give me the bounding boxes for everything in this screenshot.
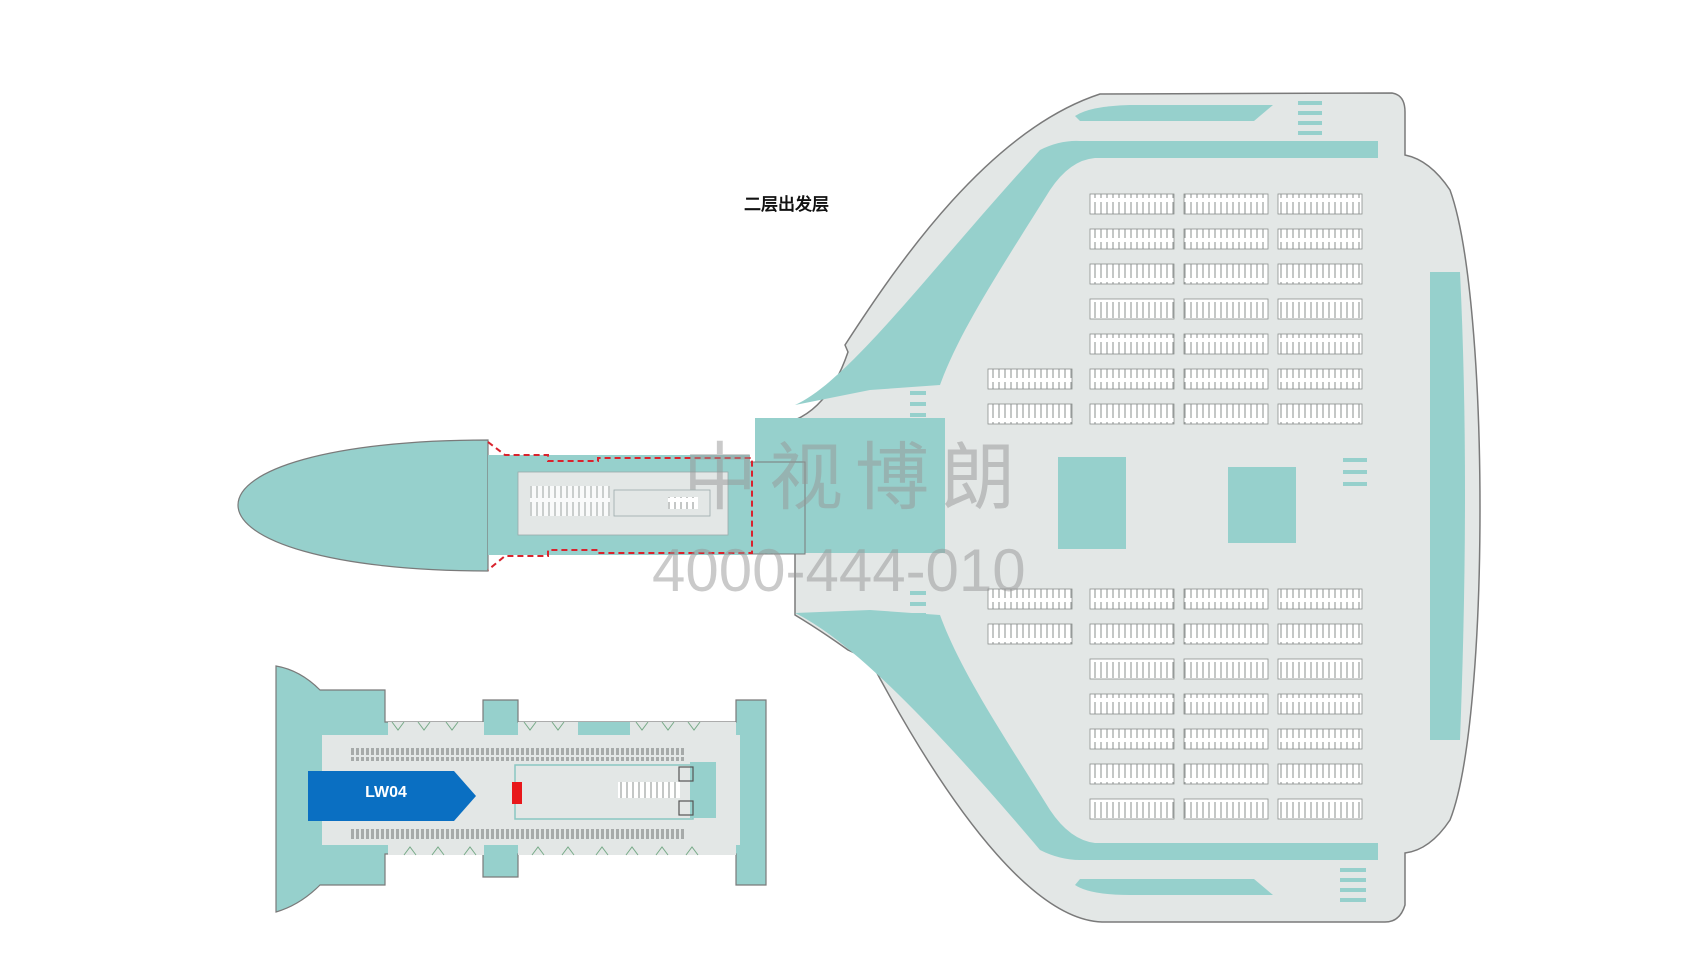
- checkin-counter: [1089, 763, 1175, 785]
- checkin-counter: [1277, 588, 1363, 610]
- checkin-counter: [1089, 193, 1175, 215]
- checkin-counter: [1089, 403, 1175, 425]
- checkin-counter: [987, 588, 1073, 610]
- pier-inset-detail: [275, 665, 767, 913]
- checkin-counter: [1183, 798, 1269, 820]
- checkin-counter: [987, 623, 1073, 645]
- checkin-counter: [1089, 298, 1175, 320]
- checkin-counter: [1183, 228, 1269, 250]
- main-terminal: [755, 92, 1481, 923]
- checkin-counter: [1089, 623, 1175, 645]
- checkin-counter: [1089, 693, 1175, 715]
- checkin-counter: [1277, 403, 1363, 425]
- ad-location-highlight[interactable]: [512, 782, 522, 804]
- checkin-counter: [1183, 333, 1269, 355]
- checkin-counter: [1183, 298, 1269, 320]
- checkin-counter: [1277, 333, 1363, 355]
- checkin-counter-grid: [987, 193, 1363, 820]
- checkin-counter: [1089, 333, 1175, 355]
- checkin-counter: [1183, 693, 1269, 715]
- checkin-counter: [1089, 588, 1175, 610]
- checkin-counter: [1089, 798, 1175, 820]
- checkin-counter: [1277, 798, 1363, 820]
- checkin-counter: [1183, 658, 1269, 680]
- checkin-counter: [1089, 228, 1175, 250]
- checkin-counter: [1089, 368, 1175, 390]
- checkin-counter: [1089, 658, 1175, 680]
- checkin-counter: [1089, 728, 1175, 750]
- checkin-counter: [987, 403, 1073, 425]
- checkin-counter: [1183, 193, 1269, 215]
- checkin-counter: [1183, 263, 1269, 285]
- checkin-counter: [1183, 588, 1269, 610]
- pier-corridor: [237, 439, 806, 572]
- checkin-counter: [1183, 403, 1269, 425]
- checkin-counter: [1277, 763, 1363, 785]
- checkin-counter: [987, 368, 1073, 390]
- checkin-counter: [1277, 693, 1363, 715]
- checkin-counter: [1183, 728, 1269, 750]
- checkin-counter: [1277, 658, 1363, 680]
- checkin-counter: [1277, 298, 1363, 320]
- lw04-marker-arrow[interactable]: [308, 771, 476, 821]
- checkin-counter: [1277, 368, 1363, 390]
- checkin-counter: [1183, 623, 1269, 645]
- checkin-counter: [1277, 263, 1363, 285]
- checkin-counter: [1277, 193, 1363, 215]
- checkin-counter: [1183, 763, 1269, 785]
- checkin-counter: [1277, 623, 1363, 645]
- checkin-counter: [1183, 368, 1269, 390]
- floor-title: 二层出发层: [744, 195, 829, 215]
- checkin-counter: [1277, 228, 1363, 250]
- checkin-counter: [1089, 263, 1175, 285]
- lw04-marker-label: LW04: [365, 784, 407, 801]
- checkin-counter: [1277, 728, 1363, 750]
